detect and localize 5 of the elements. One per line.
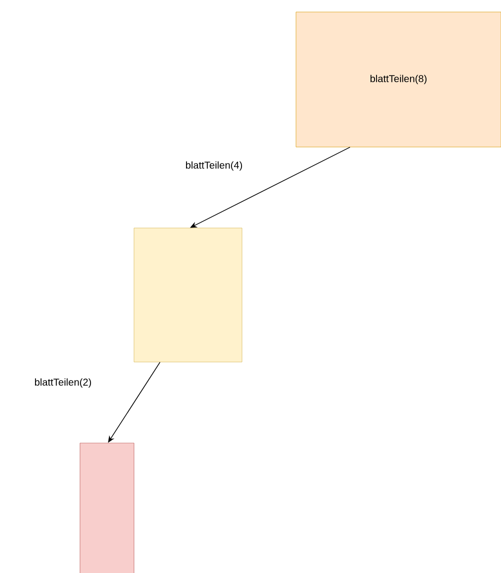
edge-label: blattTeilen(2) [33, 377, 93, 389]
empty-box [134, 228, 242, 362]
empty-box [80, 442, 134, 573]
edge-label: blattTeilen(4) [184, 160, 244, 172]
process-box: blattTeilen(8) [296, 12, 501, 148]
